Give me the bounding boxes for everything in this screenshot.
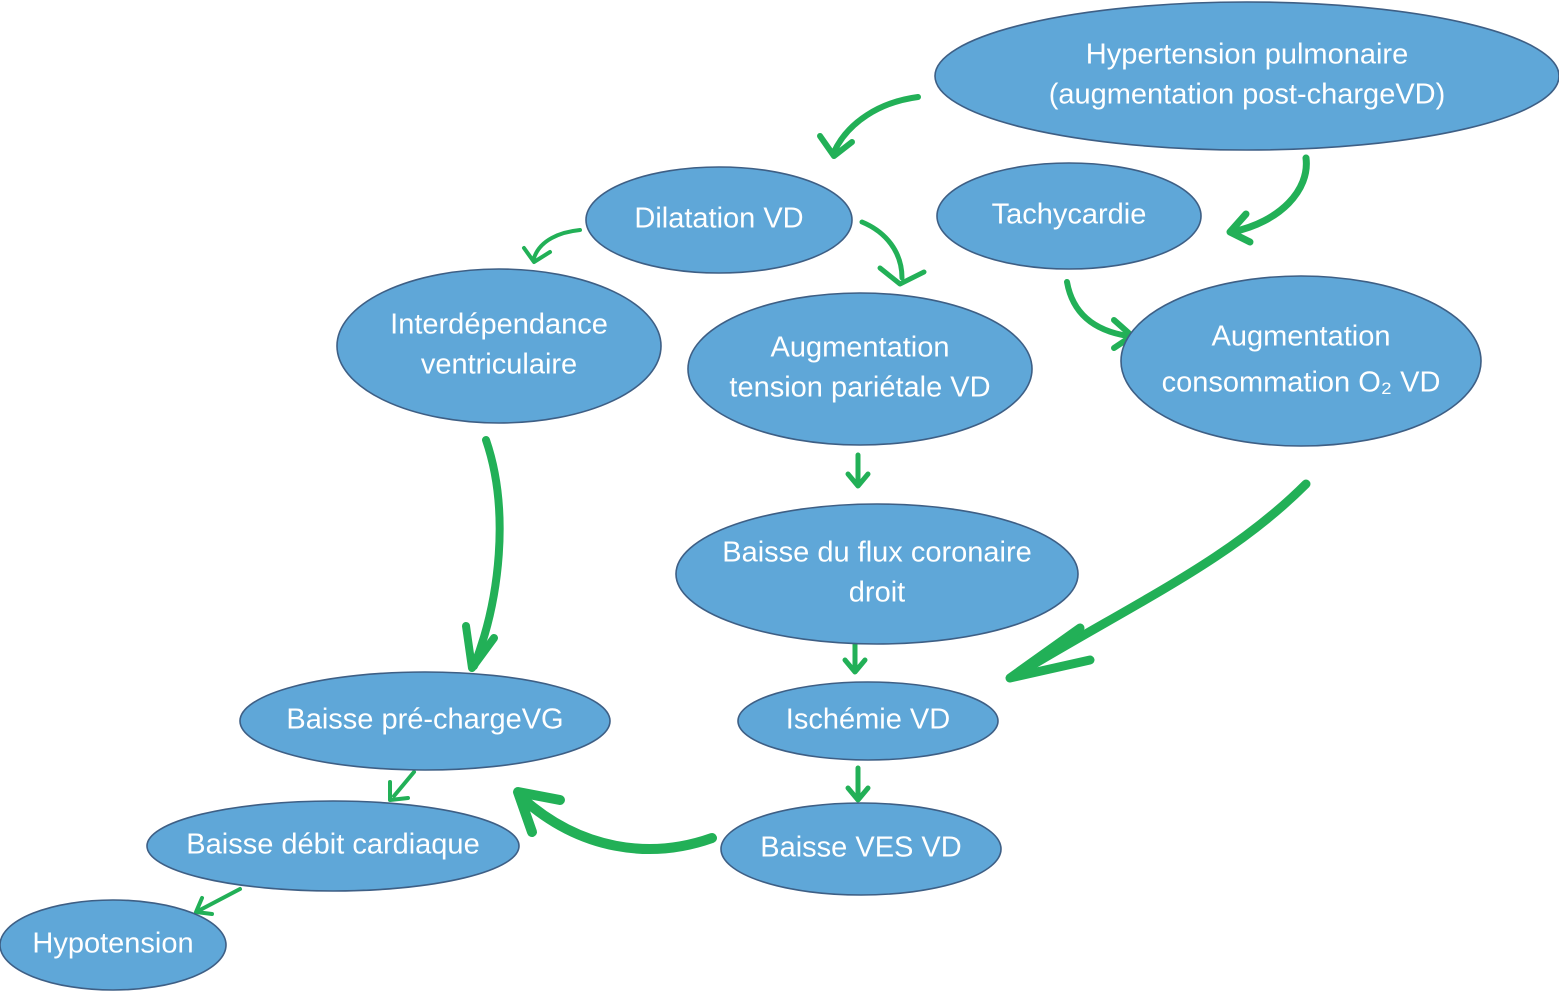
node-flux: Baisse du flux coronaire droit	[675, 503, 1079, 645]
arrow-shaft	[859, 219, 905, 281]
arrow-head-icon	[462, 622, 498, 672]
node-label: Baisse du flux coronaire	[722, 537, 1032, 569]
arrow-head-icon	[1226, 210, 1254, 246]
node-label: (augmentation post-chargeVD)	[1049, 79, 1446, 111]
arrow-shaft	[1064, 279, 1131, 339]
arrow-htp-to-tachycardie	[1226, 154, 1310, 246]
arrow-head-icon	[513, 787, 565, 837]
arrow-htp-to-dilatation	[817, 94, 921, 159]
node-tension: Augmentation tension pariétale VD	[687, 292, 1033, 446]
node-shape	[934, 1, 1559, 151]
arrow-ischemie-to-ves	[845, 765, 871, 803]
node-dilatation: Dilatation VD	[585, 166, 853, 274]
node-label: ventriculaire	[421, 349, 577, 381]
node-debit: Baisse débit cardiaque	[146, 800, 520, 892]
node-label: Ischémie VD	[786, 704, 950, 736]
node-label: Baisse VES VD	[760, 832, 961, 864]
arrow-shaft	[392, 770, 416, 798]
node-label: Baisse débit cardiaque	[186, 829, 479, 861]
node-shape	[675, 503, 1079, 645]
node-label: Hypotension	[32, 928, 193, 960]
arrow-tension-to-flux	[845, 452, 871, 489]
node-label: Interdépendance	[390, 309, 608, 341]
node-label: Baisse pré-chargeVG	[286, 704, 563, 736]
node-label: Augmentation	[1212, 321, 1391, 353]
node-shape	[239, 671, 611, 771]
arrow-head-icon	[845, 785, 871, 803]
arrow-head-icon	[842, 657, 868, 675]
node-hypotension: Hypotension	[0, 899, 227, 991]
arrow-tachycardie-to-consommation	[1064, 279, 1135, 351]
arrow-shaft	[517, 793, 717, 854]
arrow-dilatation-to-tension	[859, 219, 927, 287]
arrow-shaft	[532, 228, 582, 260]
node-shape	[585, 166, 853, 274]
node-htp: Hypertension pulmonaire (augmentation pos…	[934, 1, 1559, 151]
arrow-consommation-to-ischemie	[1005, 479, 1311, 683]
node-precharge: Baisse pré-chargeVG	[239, 671, 611, 771]
node-shape	[687, 292, 1033, 446]
node-shape	[336, 268, 662, 424]
node-shape	[737, 681, 999, 761]
node-label: Augmentation	[771, 332, 950, 364]
arrow-head-icon	[1005, 623, 1095, 683]
node-shape	[720, 802, 1002, 896]
arrow-shaft	[1228, 154, 1310, 236]
arrow-shaft	[198, 887, 242, 912]
node-label: Tachycardie	[992, 199, 1147, 231]
arrow-ves-to-precharge	[513, 787, 717, 854]
arrow-head-icon	[845, 471, 871, 489]
node-shape	[936, 162, 1202, 270]
node-interdependance: Interdépendance ventriculaire	[336, 268, 662, 424]
node-shape	[146, 800, 520, 892]
node-shape	[0, 899, 227, 991]
node-ves: Baisse VES VD	[720, 802, 1002, 896]
arrow-shaft	[470, 436, 504, 670]
arrow-head-icon	[388, 780, 410, 802]
node-consommation: Augmentation consommation O₂ VD	[1120, 275, 1482, 447]
node-label: Dilatation VD	[634, 203, 803, 235]
node-label: droit	[849, 577, 905, 609]
node-label: consommation O₂ VD	[1162, 367, 1441, 399]
node-label: tension pariétale VD	[729, 372, 990, 404]
arrow-shaft	[831, 94, 921, 155]
arrow-head-icon	[877, 265, 927, 287]
arrow-interdependance-to-precharge	[462, 436, 504, 672]
arrow-head-icon	[817, 133, 855, 159]
arrows-layer	[194, 94, 1311, 916]
arrow-head-icon	[194, 896, 214, 916]
node-tachycardie: Tachycardie	[936, 162, 1202, 270]
arrow-debit-to-hypotension	[194, 887, 242, 916]
arrow-shaft	[1009, 479, 1311, 681]
node-label: Hypertension pulmonaire	[1086, 39, 1408, 71]
arrow-flux-to-ischemie	[842, 640, 868, 675]
arrow-dilatation-to-interdependance	[522, 228, 582, 264]
node-shape	[1120, 275, 1482, 447]
arrow-precharge-to-debit	[388, 770, 416, 802]
arrow-head-icon	[522, 246, 552, 264]
node-ischemie: Ischémie VD	[737, 681, 999, 761]
